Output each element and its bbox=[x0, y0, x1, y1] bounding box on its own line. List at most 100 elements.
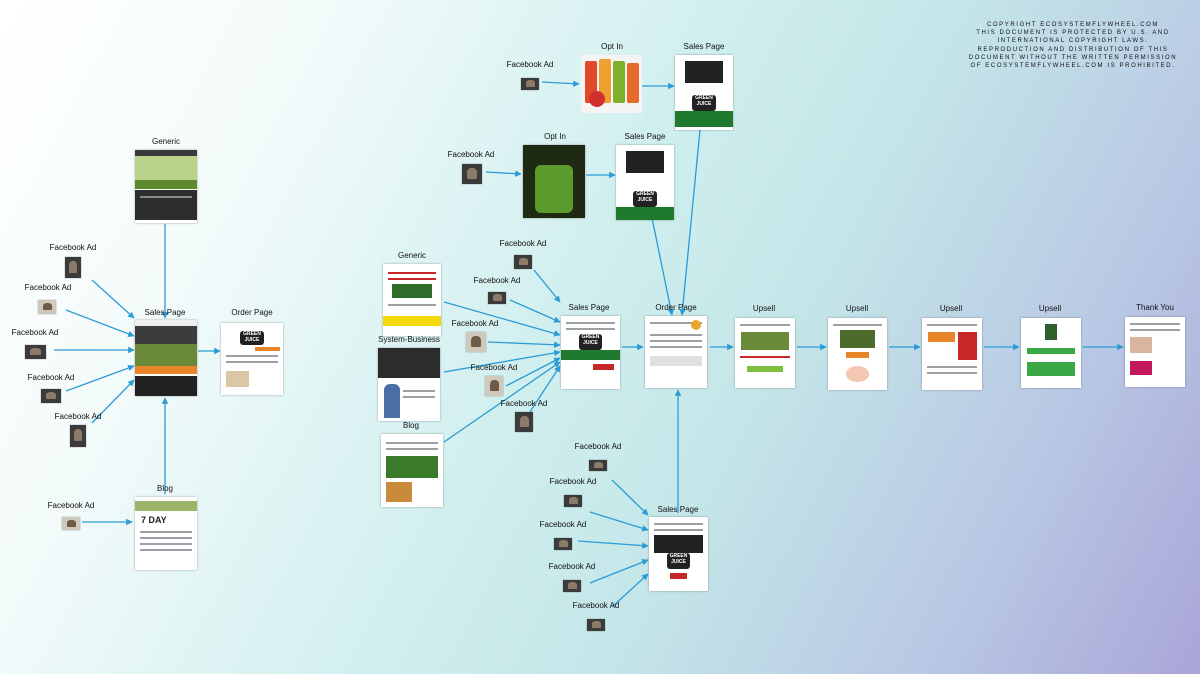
arrow-top-ad2-to-optin2 bbox=[485, 170, 522, 177]
label-bot-ad3: Facebook Ad bbox=[539, 520, 587, 529]
label-bot-ad4: Facebook Ad bbox=[548, 562, 596, 571]
left-ad3-thumbnail[interactable] bbox=[25, 345, 46, 359]
label-top-ad1: Facebook Ad bbox=[506, 60, 554, 69]
green-juice-logo: GREEN JUICE bbox=[239, 331, 265, 345]
top-sales1-thumbnail[interactable]: GREEN JUICE bbox=[675, 55, 733, 130]
label-order-page: Order Page bbox=[655, 303, 697, 312]
top-ad2-thumbnail[interactable] bbox=[462, 164, 482, 184]
left-blog-page-thumbnail[interactable]: 7 DAY bbox=[135, 497, 197, 570]
thank-you-page-thumbnail[interactable] bbox=[1125, 317, 1185, 387]
arrow-left-ad4-to-sales bbox=[65, 364, 135, 392]
label-mid-sales: Sales Page bbox=[568, 303, 610, 312]
arrow-mid-ad4-to-sales bbox=[505, 357, 561, 387]
arrow-bot-ad1-to-sales bbox=[611, 479, 649, 516]
bot-sales-page-thumbnail[interactable]: GREEN JUICE bbox=[649, 517, 708, 591]
top-ad1-thumbnail[interactable] bbox=[521, 78, 539, 90]
top-sales2-thumbnail[interactable]: GREEN JUICE bbox=[616, 145, 674, 220]
left-order-page-thumbnail[interactable]: GREEN JUICE bbox=[221, 323, 283, 395]
green-juice-logo: GREEN JUICE bbox=[692, 95, 716, 111]
arrow-left-ad2-to-sales bbox=[65, 309, 135, 337]
label-left-ad4: Facebook Ad bbox=[27, 373, 75, 382]
label-left-generic: Generic bbox=[151, 137, 181, 146]
green-juice-logo: GREEN JUICE bbox=[633, 191, 657, 207]
mid-generic-page-thumbnail[interactable] bbox=[383, 264, 441, 336]
label-mid-blog: Blog bbox=[402, 421, 420, 430]
left-ad4-thumbnail[interactable] bbox=[41, 389, 61, 403]
label-left-order: Order Page bbox=[231, 308, 273, 317]
left-ad2-thumbnail[interactable] bbox=[38, 300, 56, 314]
bot-ad5-thumbnail[interactable] bbox=[587, 619, 605, 631]
left-generic-page-thumbnail[interactable] bbox=[135, 150, 197, 223]
green-juice-logo: GREEN JUICE bbox=[666, 553, 691, 569]
label-upsell2: Upsell bbox=[845, 304, 869, 313]
arrow-left-ad5-to-sales bbox=[91, 379, 135, 424]
label-mid-ad3: Facebook Ad bbox=[451, 319, 499, 328]
arrow-bot-ad5-to-sales bbox=[611, 573, 649, 608]
label-upsell4: Upsell bbox=[1038, 304, 1062, 313]
seven-day-text: 7 DAY bbox=[141, 515, 167, 525]
arrow-left-ad1-to-sales bbox=[91, 279, 135, 319]
arrow-top-ad1-to-optin1 bbox=[541, 80, 580, 87]
order-page-thumbnail[interactable] bbox=[645, 316, 707, 388]
mid-ad1-thumbnail[interactable] bbox=[514, 255, 532, 269]
label-bot-ad1: Facebook Ad bbox=[574, 442, 622, 451]
left-blog-ad-thumbnail[interactable] bbox=[62, 517, 80, 530]
mid-system-business-thumbnail[interactable] bbox=[378, 348, 440, 421]
label-upsell3: Upsell bbox=[939, 304, 963, 313]
label-mid-generic: Generic bbox=[397, 251, 427, 260]
upsell2-thumbnail[interactable] bbox=[828, 318, 887, 390]
bot-ad3-thumbnail[interactable] bbox=[554, 538, 572, 550]
mid-ad2-thumbnail[interactable] bbox=[488, 292, 506, 304]
mid-blog-thumbnail[interactable] bbox=[381, 434, 443, 507]
upsell4-thumbnail[interactable] bbox=[1021, 318, 1081, 388]
mid-ad4-thumbnail[interactable] bbox=[485, 376, 503, 396]
label-mid-ad2: Facebook Ad bbox=[473, 276, 521, 285]
bot-ad4-thumbnail[interactable] bbox=[563, 580, 581, 592]
label-mid-system: System-Business bbox=[378, 335, 440, 344]
label-mid-ad1: Facebook Ad bbox=[499, 239, 547, 248]
mid-ad5-thumbnail[interactable] bbox=[515, 412, 533, 432]
label-top-sales1: Sales Page bbox=[683, 42, 725, 51]
upsell1-thumbnail[interactable] bbox=[735, 318, 795, 388]
label-top-optin1: Opt In bbox=[601, 42, 623, 51]
label-left-ad1: Facebook Ad bbox=[49, 243, 97, 252]
arrow-top-sales2-to-order bbox=[651, 217, 675, 316]
arrow-bot-ad4-to-sales bbox=[589, 559, 649, 584]
arrow-top-sales1-to-order bbox=[679, 129, 701, 316]
label-left-ad5: Facebook Ad bbox=[54, 412, 102, 421]
bot-ad1-thumbnail[interactable] bbox=[589, 460, 607, 471]
label-left-ad2: Facebook Ad bbox=[24, 283, 72, 292]
bot-ad2-thumbnail[interactable] bbox=[564, 495, 582, 507]
label-left-blog-ad: Facebook Ad bbox=[47, 501, 95, 510]
upsell3-thumbnail[interactable] bbox=[922, 318, 982, 390]
arrow-bot-ad2-to-sales bbox=[589, 511, 649, 532]
top-optin1-thumbnail[interactable] bbox=[581, 55, 642, 113]
arrow-mid-generic-to-sales bbox=[443, 301, 561, 337]
left-ad1-thumbnail[interactable] bbox=[65, 257, 81, 278]
label-bot-sales: Sales Page bbox=[657, 505, 699, 514]
label-bot-ad2: Facebook Ad bbox=[549, 477, 597, 486]
mid-ad3-thumbnail[interactable] bbox=[466, 332, 486, 352]
arrow-mid-system-to-sales bbox=[443, 349, 561, 373]
arrow-mid-ad5-to-sales bbox=[529, 365, 561, 413]
green-juice-logo: GREEN JUICE bbox=[578, 334, 603, 350]
label-top-ad2: Facebook Ad bbox=[447, 150, 495, 159]
label-upsell1: Upsell bbox=[752, 304, 776, 313]
arrow-mid-ad2-to-sales bbox=[509, 299, 561, 323]
top-optin2-thumbnail[interactable] bbox=[523, 145, 585, 218]
label-left-ad3: Facebook Ad bbox=[11, 328, 59, 337]
arrow-mid-blog-to-sales bbox=[443, 361, 561, 443]
mid-sales-page-thumbnail[interactable]: GREEN JUICE bbox=[561, 316, 620, 389]
arrow-mid-ad1-to-sales bbox=[533, 269, 561, 303]
label-mid-ad5: Facebook Ad bbox=[500, 399, 548, 408]
arrow-mid-ad3-to-sales bbox=[487, 341, 561, 349]
label-top-sales2: Sales Page bbox=[624, 132, 666, 141]
left-ad5-thumbnail[interactable] bbox=[70, 425, 86, 447]
copyright-notice: COPYRIGHT ECOSYSTEMFLYWHEEL.COM THIS DOC… bbox=[968, 22, 1178, 70]
label-left-sales: Sales Page bbox=[144, 308, 186, 317]
arrow-bot-ad3-to-sales bbox=[577, 540, 649, 549]
label-top-optin2: Opt In bbox=[544, 132, 566, 141]
label-mid-ad4: Facebook Ad bbox=[470, 363, 518, 372]
left-sales-page-thumbnail[interactable] bbox=[135, 320, 197, 396]
